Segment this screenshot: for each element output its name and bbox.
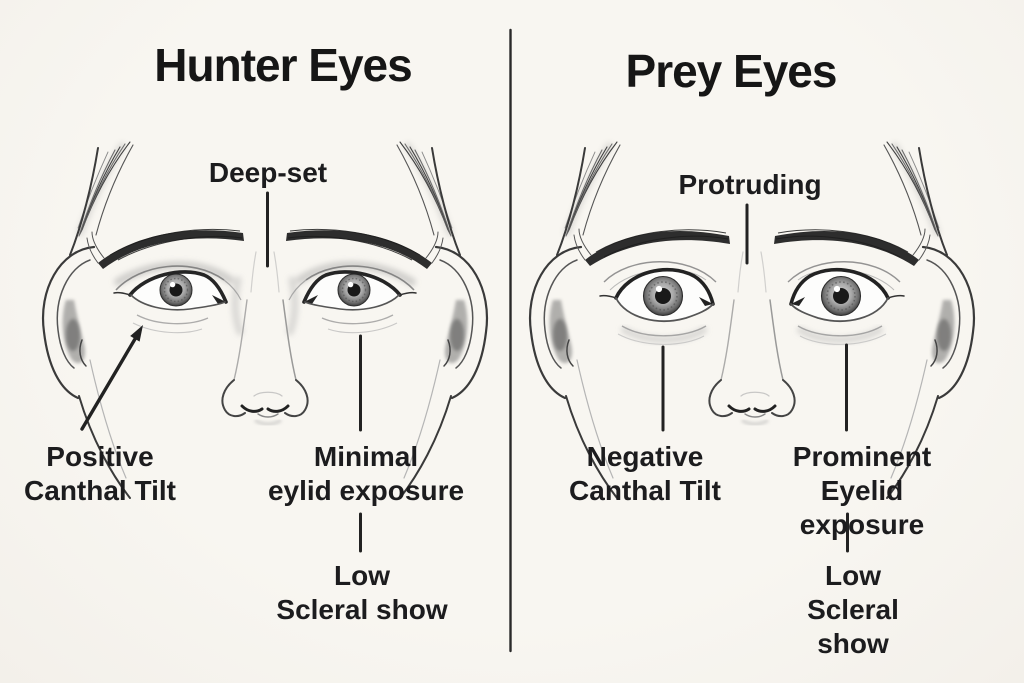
prey-right-eye — [787, 261, 905, 345]
prey-face-illustration — [530, 142, 974, 498]
deep-set-label: Deep-set — [208, 157, 328, 188]
protruding-label: Protruding — [678, 169, 822, 200]
low-scleral-show-label-left: Low Scleral show — [276, 560, 448, 625]
low-scleral-show-label-right: Low Scleral show — [807, 560, 899, 659]
prey-panel-title: Prey Eyes — [625, 45, 838, 97]
hunter-panel-title: Hunter Eyes — [154, 39, 412, 91]
canthal-tilt-arrow — [80, 325, 143, 431]
hunter-face-illustration — [43, 142, 487, 498]
positive-canthal-tilt-label: Positive Canthal Tilt — [24, 441, 176, 506]
hunter-right-eye — [288, 265, 417, 334]
minimal-eyelid-exposure-label: Minimal eylid exposure — [267, 441, 465, 506]
hunter-brows — [86, 228, 444, 269]
prey-left-eye — [599, 261, 717, 345]
prey-brows — [573, 228, 931, 266]
prominent-eyelid-exposure-label: Prominent Eyelid exposure — [792, 441, 932, 540]
negative-canthal-tilt-label: Negative Canthal Tilt — [569, 441, 721, 506]
annotation-lines — [80, 28, 849, 653]
